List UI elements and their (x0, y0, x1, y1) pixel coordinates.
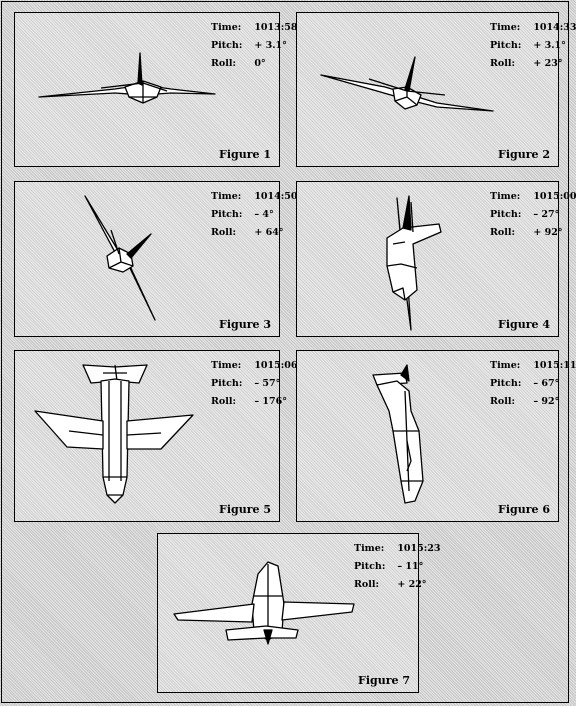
flight-data-readout: Time: 1015:06 Pitch: – 57° Roll: – 176° (211, 357, 297, 411)
aircraft-attitude-drawing-6 (372, 364, 424, 504)
pitch-value: – 4° (254, 209, 274, 220)
figure-caption: Figure 4 (498, 318, 550, 331)
time-value: 1015:00 (533, 191, 576, 202)
roll-value: + 23° (533, 58, 563, 69)
pitch-label: Pitch: (211, 378, 243, 389)
figure-panel-2: Time: 1014:33 Pitch: + 3.1° Roll: + 23° … (296, 12, 576, 167)
time-label: Time: (211, 191, 242, 202)
aircraft-attitude-drawing-3 (84, 195, 156, 321)
flight-data-readout: Time: 1014:33 Pitch: + 3.1° Roll: + 23° (490, 19, 576, 73)
figure-panel-3: Time: 1014:50 Pitch: – 4° Roll: + 64° Fi… (14, 181, 297, 337)
roll-value: + 22° (397, 579, 427, 590)
figure-panel-7: Time: 1015:23 Pitch: – 11° Roll: + 22° F… (157, 533, 440, 693)
pitch-label: Pitch: (211, 40, 243, 51)
time-value: 1015:06 (254, 360, 298, 371)
roll-label: Roll: (354, 579, 379, 590)
figure-caption: Figure 7 (358, 674, 410, 687)
time-value: 1014:50 (254, 191, 298, 202)
roll-label: Roll: (490, 227, 515, 238)
aircraft-attitude-drawing-7 (173, 561, 355, 645)
aircraft-attitude-drawing-4 (386, 195, 442, 331)
pitch-value: + 3.1° (254, 40, 287, 51)
time-label: Time: (490, 22, 521, 33)
time-label: Time: (211, 22, 242, 33)
flight-data-readout: Time: 1013:58 Pitch: + 3.1° Roll: 0° (211, 19, 297, 73)
flight-data-readout: Time: 1015:11 Pitch: – 67° Roll: – 92° (490, 357, 576, 411)
pitch-value: + 3.1° (533, 40, 566, 51)
time-label: Time: (211, 360, 242, 371)
pitch-label: Pitch: (490, 40, 522, 51)
figure-panel-1: Time: 1013:58 Pitch: + 3.1° Roll: 0° Fig… (14, 12, 297, 167)
roll-label: Roll: (211, 227, 236, 238)
roll-value: + 64° (254, 227, 284, 238)
figure-panel-5: Time: 1015:06 Pitch: – 57° Roll: – 176° … (14, 350, 297, 522)
figure-caption: Figure 1 (219, 148, 271, 161)
roll-label: Roll: (490, 396, 515, 407)
figure-panel-6: Time: 1015:11 Pitch: – 67° Roll: – 92° F… (296, 350, 576, 522)
figure-caption: Figure 5 (219, 503, 271, 516)
aircraft-attitude-drawing-1 (38, 52, 216, 104)
pitch-label: Pitch: (490, 209, 522, 220)
time-value: 1014:33 (533, 22, 576, 33)
flight-data-readout: Time: 1015:00 Pitch: – 27° Roll: + 92° (490, 188, 576, 242)
roll-label: Roll: (211, 58, 236, 69)
pitch-value: – 57° (254, 378, 281, 389)
roll-value: – 92° (533, 396, 560, 407)
time-label: Time: (490, 191, 521, 202)
pitch-label: Pitch: (490, 378, 522, 389)
flight-data-readout: Time: 1014:50 Pitch: – 4° Roll: + 64° (211, 188, 297, 242)
aircraft-attitude-drawing-5 (34, 364, 194, 504)
pitch-label: Pitch: (211, 209, 243, 220)
time-label: Time: (490, 360, 521, 371)
pitch-value: – 27° (533, 209, 560, 220)
aircraft-attitude-drawing-2 (320, 56, 494, 112)
pitch-label: Pitch: (354, 561, 386, 572)
figure-panel-4: Time: 1015:00 Pitch: – 27° Roll: + 92° F… (296, 181, 576, 337)
roll-value: – 176° (254, 396, 287, 407)
roll-label: Roll: (490, 58, 515, 69)
roll-value: 0° (254, 58, 266, 69)
figure-caption: Figure 2 (498, 148, 550, 161)
time-value: 1013:58 (254, 22, 298, 33)
pitch-value: – 67° (533, 378, 560, 389)
figure-caption: Figure 3 (219, 318, 271, 331)
time-value: 1015:23 (397, 543, 441, 554)
flight-data-readout: Time: 1015:23 Pitch: – 11° Roll: + 22° (354, 540, 440, 594)
time-value: 1015:11 (533, 360, 576, 371)
roll-value: + 92° (533, 227, 563, 238)
roll-label: Roll: (211, 396, 236, 407)
pitch-value: – 11° (397, 561, 424, 572)
time-label: Time: (354, 543, 385, 554)
figure-caption: Figure 6 (498, 503, 550, 516)
